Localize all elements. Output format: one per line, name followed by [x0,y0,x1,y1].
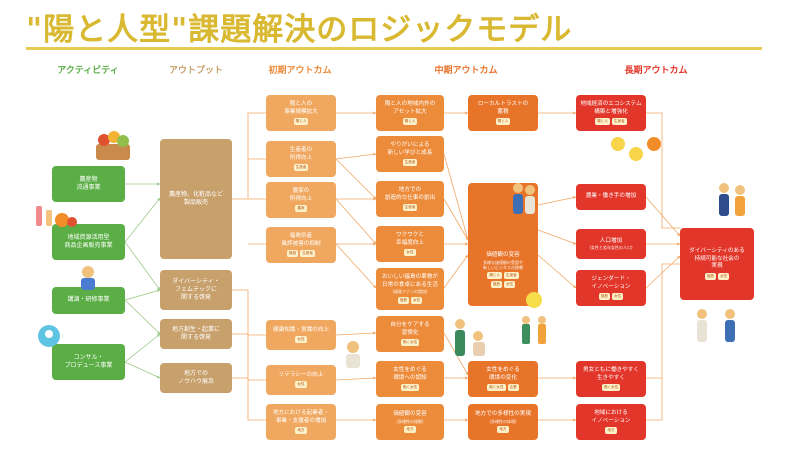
short-outcome-producer-income: 生産者の 所得向上生産者 [266,141,336,177]
tag: 生産者 [612,118,627,125]
tag: 生産者 [504,272,519,280]
family-illustration [697,309,735,342]
emotion-faces-illustration [611,137,661,161]
tag: 女性 [404,249,416,256]
tag: 生産者 [402,204,418,211]
mid-outcome-fukushima-fruit-life: おいしい福島の果物が 日常の食卓にある生活(福島ファンの増加)福島女性 [376,268,444,310]
tag: 陽と人 [293,118,309,125]
tag: 陽と人 [402,118,418,125]
tag: 陽と人 [495,118,511,125]
mid-outcome-women-environment-awareness: 女性をめぐる 環境への認知働く女性 [376,361,444,397]
tag: 福島 [598,293,610,300]
title-underline [26,47,762,50]
activity-agri-distribution: 農産物 流通事業 [52,166,125,202]
activity-lecture-training: 講演・研修事業 [52,287,125,314]
tag: 福島 [287,250,299,257]
mid-outcome-local-trust: ローカルトラストの 蓄積陽と人 [468,95,538,131]
mid-outcome-values-change-diversity: 価値観の変容(多様性の理解)地方 [376,404,444,440]
short-outcome-reputation-damage: 福島県産 風評被害の抑制福島生産者 [266,227,336,263]
community-people-illustration [719,183,745,216]
thinking-person-illustration [346,341,360,368]
output-diversity-femtech: ダイバーシティ・ フェムテックに 関する啓発 [160,270,232,310]
consultant-illustration [38,325,60,347]
header-long-term: 長期アウトカム [624,66,688,76]
tag: 女性 [612,293,624,300]
mid-outcome-women-environment-change: 女性をめぐる 環境の変化働く女性企業 [468,361,538,397]
long-outcome-sustainable-diverse-society: ダイバーシティのある 持続可能な社会の 実現福島女性 [680,228,754,300]
tag: 働く女性 [487,384,506,391]
short-outcome-farmer-income: 農家の 所得向上農家 [266,182,336,218]
tag: 陽と人 [595,118,610,125]
tag: 地方 [497,426,509,433]
lightbulb-people-illustration [522,292,546,344]
tag: 福島 [704,272,716,280]
tag: 女性 [295,336,307,344]
people-illustration [513,183,535,214]
tag: 生産者 [293,164,309,171]
long-outcome-ecosystem: 地域経済のエコシステム 構築と増強化陽と人生産者 [576,95,646,131]
mid-outcome-learning-growth: やりがいによる 新しい学びと成長生産者 [376,136,444,172]
header-mid-term: 中期アウトカム [434,66,498,76]
long-outcome-regional-innovation: 地域における イノベーション地方 [576,404,646,440]
long-outcome-workers-increase: 農業・働き手の増加 [576,184,646,210]
speaker-illustration [81,266,95,290]
tag: 福島 [397,296,409,304]
tag: 働く女性 [400,384,420,391]
tag: 地方 [605,427,617,434]
tag: 働く女性 [601,384,621,391]
long-outcome-easy-to-work-live: 男女ともに働きやすく 生きやすく働く女性 [576,361,646,397]
mid-outcome-asset-expansion: 陽と人の地域内外の アセット拡大陽と人 [376,95,444,131]
short-outcome-health-awareness: 健康知識・意識の向上女性 [266,320,336,350]
tag: 女性 [504,281,516,288]
header-activity: アクティビティ [57,66,119,76]
header-output: アウトプット [168,66,224,76]
tag: 生産者 [402,159,418,166]
women-illustration [455,319,485,356]
tag: 地方 [295,427,307,434]
tag: 働く女性 [400,339,420,346]
mid-outcome-regional-diversity: 地方での多様性の実現(多様性の体現)地方 [468,404,538,440]
products-illustration [36,206,77,227]
tag: 生産者 [300,250,315,257]
tag: 女性 [411,296,423,304]
mid-outcome-creative-work: 地方での 創造的な仕事の創出生産者 [376,181,444,217]
output-knowhow: 地方での ノウハウ展及 [160,363,232,393]
tag: 企業 [507,384,519,391]
activity-consulting-produce: コンサル・ プロデュース事業 [52,344,125,380]
long-outcome-population-increase: 人口増加(女性と若年女性の人口) [576,229,646,259]
activity-local-resource-products: 地域資源活用型 商品企画販売事業 [52,224,125,260]
tag: 女性 [295,381,307,389]
short-outcome-literacy: リテラシーの向上女性 [266,365,336,395]
short-outcome-business-scale: 陽と人の 事業規模拡大陽と人 [266,95,336,131]
short-outcome-regional-entrepreneurs: 地方における起業者・ 事業・支援者の増加地方 [266,404,336,440]
produce-basket-illustration [96,131,130,160]
mid-outcome-self-care-habit: 自分をケアする 習慣化働く女性 [376,316,444,352]
output-regional-startup: 地方創生・起業に 関する啓発 [160,319,232,349]
header-short-term: 初期アウトカム [268,66,332,76]
tag: 福島 [490,281,502,288]
long-outcome-gendered-innovation: ジェンダード・ イノベーション福島女性 [576,270,646,306]
mid-outcome-happiness: ワクワクと 幸福度向上女性 [376,226,444,262]
tag: 農家 [295,205,307,212]
tag: 地方 [404,426,416,433]
tag: 陽と人 [487,272,502,280]
output-product-sales: 農産物、化粧品など 製品販売 [160,139,232,259]
tag: 女性 [718,272,730,280]
page-title: "陽と人型"課題解決のロジックモデル [26,12,573,48]
